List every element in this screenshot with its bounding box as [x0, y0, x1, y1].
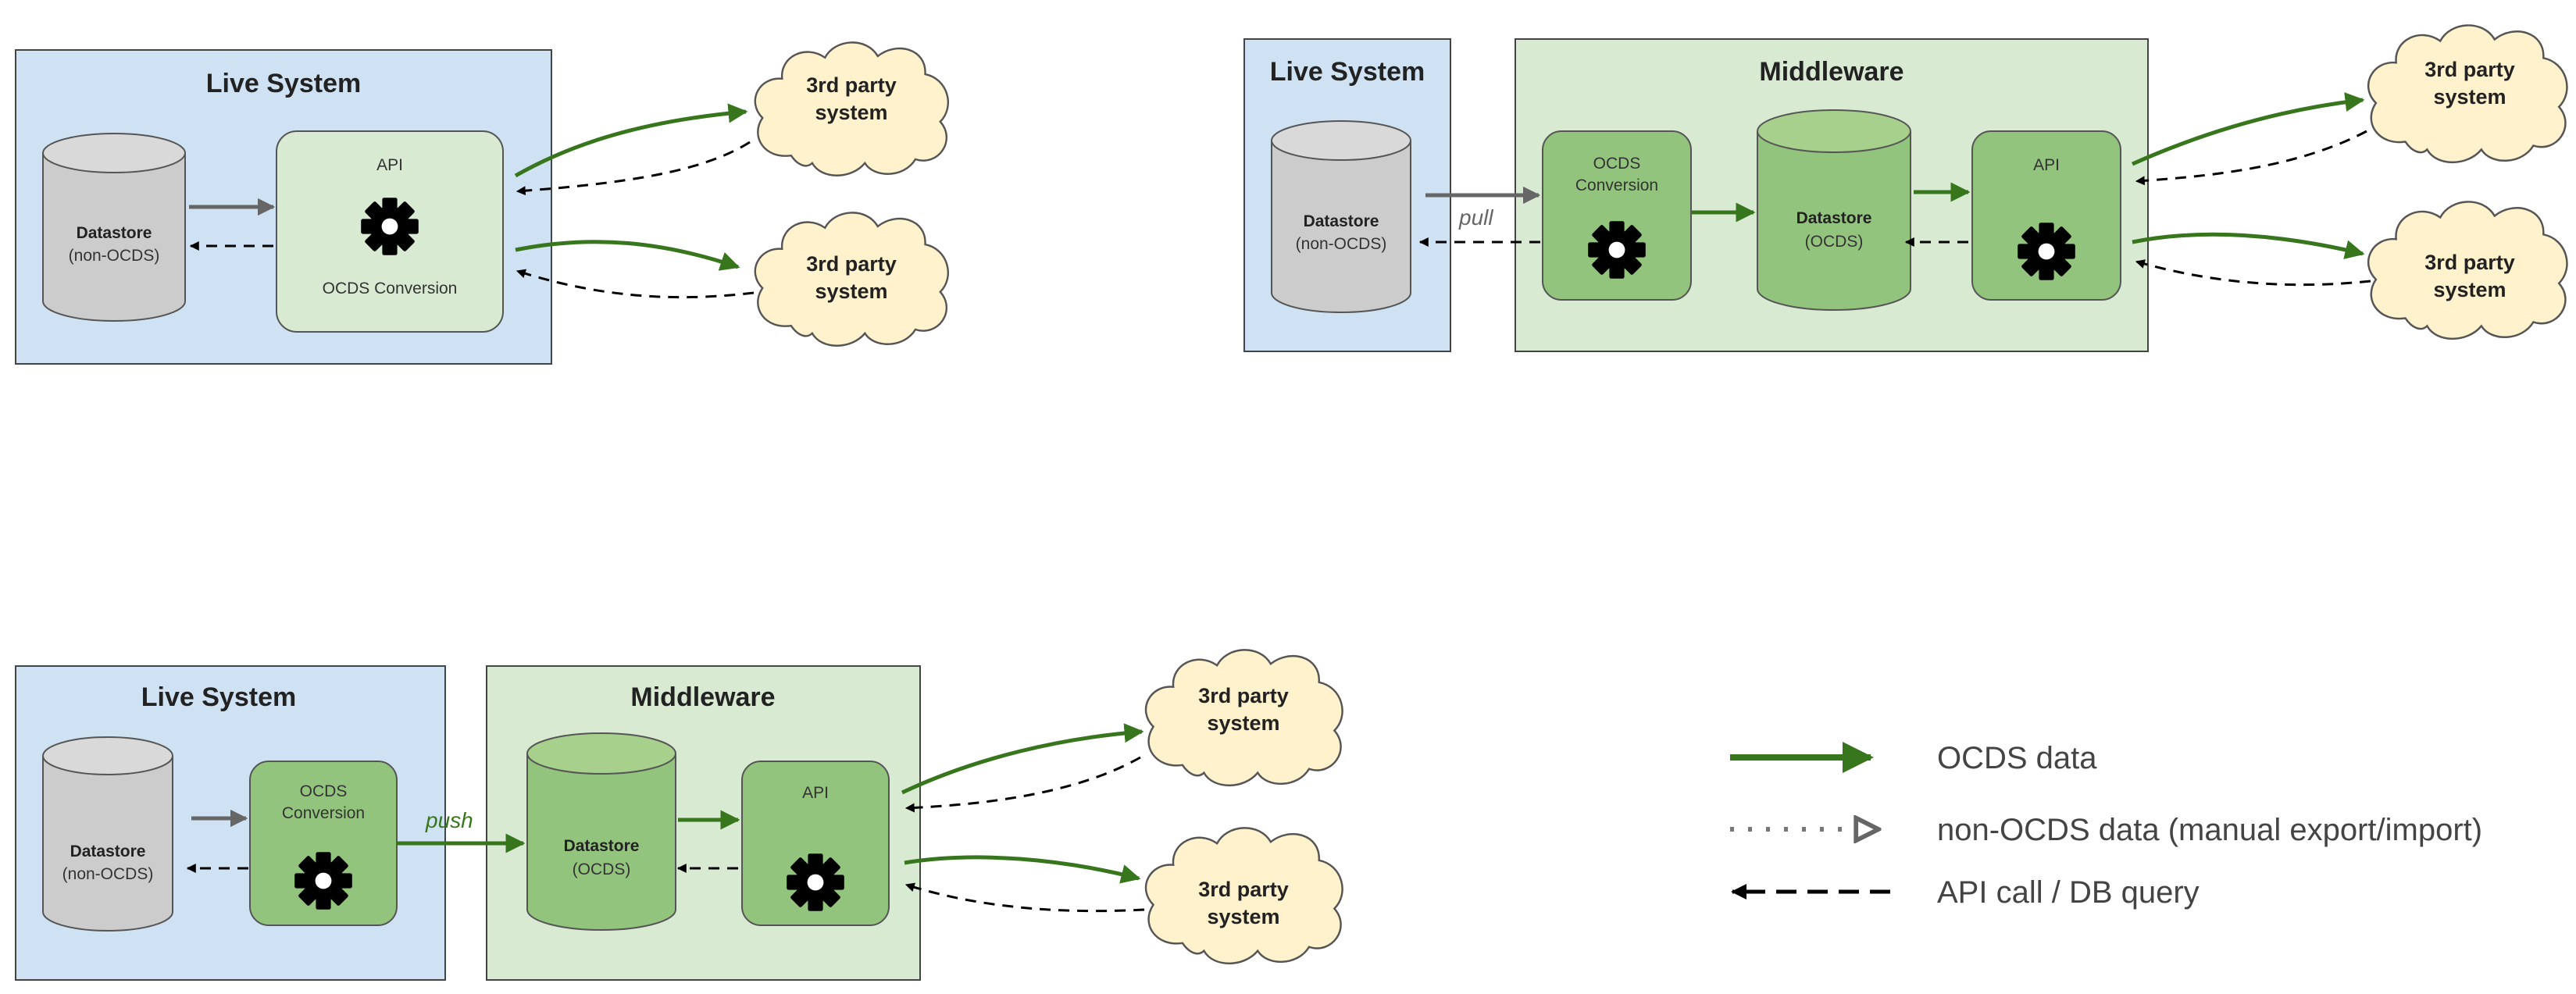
- svg-text:Datastore: Datastore: [564, 837, 640, 855]
- ocds-data-arrow: [514, 103, 748, 178]
- svg-text:(OCDS): (OCDS): [1805, 233, 1864, 251]
- ocds-data-arrow: [2132, 232, 2365, 259]
- cloud-3rd-party-1: 3rd party system: [1144, 649, 1343, 787]
- svg-text:Conversion: Conversion: [1575, 176, 1658, 194]
- database-icon: [42, 133, 186, 173]
- svg-text:Datastore: Datastore: [1796, 209, 1872, 227]
- svg-text:system: system: [2433, 278, 2506, 301]
- svg-text:3rd party: 3rd party: [1198, 684, 1289, 707]
- svg-text:system: system: [1207, 905, 1279, 928]
- ocds-data-arrow: [515, 240, 740, 271]
- svg-text:OCDS: OCDS: [300, 782, 348, 800]
- svg-text:API: API: [2033, 156, 2060, 174]
- ocds-conversion-box: OCDS Conversion: [249, 761, 398, 926]
- pull-label: pull: [1458, 205, 1493, 230]
- database-icon: [1271, 120, 1411, 161]
- api-box: API: [741, 761, 890, 926]
- datastore-ocds: Datastore (OCDS): [1757, 109, 1911, 311]
- cloud-3rd-party-2: 3rd party system: [1144, 827, 1343, 965]
- push-label: push: [425, 808, 473, 832]
- svg-text:API: API: [802, 784, 829, 802]
- svg-text:OCDS Conversion: OCDS Conversion: [323, 280, 458, 297]
- api-call-arrow: [904, 756, 1141, 813]
- datastore-non-ocds: Datastore (non-OCDS): [1271, 120, 1411, 313]
- cloud-3rd-party-2: 3rd party system: [754, 212, 950, 347]
- svg-text:3rd party: 3rd party: [1198, 878, 1289, 901]
- legend-api-call: API call / DB query: [1937, 875, 2200, 910]
- svg-text:(non-OCDS): (non-OCDS): [69, 247, 160, 265]
- api-call-arrow: [904, 882, 1145, 913]
- svg-text:OCDS: OCDS: [1593, 155, 1641, 173]
- gear-icon: [294, 852, 352, 910]
- datastore-ocds: Datastore (OCDS): [526, 732, 676, 931]
- svg-text:API: API: [376, 156, 403, 174]
- svg-text:(non-OCDS): (non-OCDS): [62, 865, 154, 883]
- api-call-arrow: [2135, 259, 2371, 287]
- svg-text:3rd party: 3rd party: [2424, 251, 2515, 274]
- database-icon: [526, 732, 676, 775]
- svg-text:system: system: [2433, 85, 2506, 109]
- ocds-conversion-box: OCDS Conversion: [1542, 130, 1692, 301]
- legend: OCDS data non-OCDS data (manual export/i…: [1730, 741, 2482, 910]
- gear-icon: [2018, 223, 2075, 280]
- svg-text:system: system: [815, 280, 887, 303]
- ocds-data-arrow: [901, 723, 1144, 795]
- svg-text:system: system: [1207, 711, 1279, 735]
- gear-icon: [787, 853, 844, 911]
- diagram-live-system-pull-middleware: Live System Datastore (non-OCDS) Middlew…: [1243, 24, 2568, 352]
- ocds-data-arrow: [904, 855, 1141, 884]
- database-icon: [1757, 109, 1911, 153]
- api-box: API: [1971, 130, 2121, 301]
- live-system-title: Live System: [206, 69, 361, 98]
- database-icon: [42, 736, 173, 775]
- live-system-title: Live System: [1270, 57, 1425, 87]
- live-system-title: Live System: [141, 682, 296, 712]
- svg-text:3rd party: 3rd party: [806, 73, 897, 97]
- svg-text:Conversion: Conversion: [282, 804, 365, 822]
- legend-non-ocds-data: non-OCDS data (manual export/import): [1937, 813, 2482, 847]
- api-ocds-conversion-box: API OCDS Conversion: [276, 130, 504, 333]
- svg-text:system: system: [815, 101, 887, 124]
- gear-icon: [361, 198, 419, 255]
- svg-text:(non-OCDS): (non-OCDS): [1296, 235, 1387, 253]
- diagram-live-system-push-middleware: Live System Datastore (non-OCDS) OCDS Co…: [15, 649, 1343, 981]
- gear-icon: [1588, 221, 1646, 279]
- datastore-non-ocds: Datastore (non-OCDS): [42, 133, 186, 322]
- svg-text:(OCDS): (OCDS): [573, 860, 631, 878]
- svg-text:Datastore: Datastore: [77, 224, 152, 242]
- cloud-3rd-party-1: 3rd party system: [2367, 24, 2568, 164]
- cloud-3rd-party-2: 3rd party system: [2367, 201, 2568, 340]
- api-call-arrow: [516, 141, 751, 196]
- ocds-data-arrow: [2131, 92, 2365, 166]
- middleware-title: Middleware: [630, 682, 775, 712]
- diagram-live-system-api: Live System Datastore (non-OCDS) API OCD…: [15, 41, 950, 365]
- svg-text:Datastore: Datastore: [1304, 212, 1379, 230]
- api-call-arrow: [516, 269, 755, 299]
- middleware-title: Middleware: [1759, 57, 1903, 87]
- legend-ocds-data: OCDS data: [1937, 741, 2097, 775]
- svg-text:3rd party: 3rd party: [806, 252, 897, 276]
- svg-text:Datastore: Datastore: [70, 843, 146, 860]
- datastore-non-ocds: Datastore (non-OCDS): [42, 736, 173, 932]
- cloud-3rd-party-1: 3rd party system: [754, 41, 950, 176]
- svg-text:3rd party: 3rd party: [2424, 58, 2515, 81]
- api-call-arrow: [2135, 130, 2367, 186]
